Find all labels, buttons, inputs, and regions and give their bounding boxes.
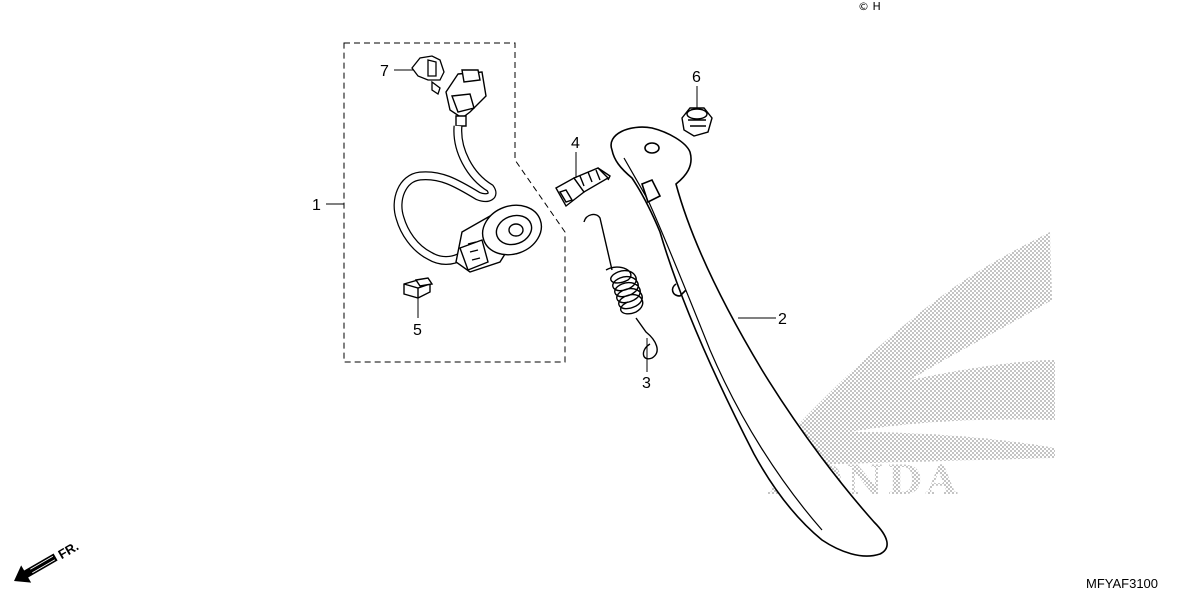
side-stand-switch-part: [393, 69, 543, 273]
callout-2: 2: [778, 311, 787, 328]
callout-1: 1: [312, 197, 321, 214]
side-stand-part: [610, 126, 888, 557]
wire-clip-part: [411, 55, 445, 96]
pivot-bolt-part: [555, 167, 611, 208]
callout-6: 6: [692, 69, 701, 86]
callout-3: 3: [642, 375, 651, 392]
leader-lines: [326, 69, 776, 372]
flange-bolt-part: [403, 277, 434, 299]
assembly-boundary: [343, 42, 566, 363]
spring-part: [583, 213, 658, 360]
callout-4: 4: [571, 135, 580, 152]
callout-7: 7: [380, 63, 389, 80]
front-direction-indicator: FR.: [14, 538, 82, 583]
lock-nut-part: [681, 107, 713, 137]
copyright-mark: © H: [858, 0, 881, 13]
front-arrow-icon: [14, 553, 58, 583]
front-label: FR.: [56, 538, 82, 561]
drawing-code: MFYAF3100: [1086, 576, 1158, 591]
callout-5: 5: [413, 322, 422, 339]
